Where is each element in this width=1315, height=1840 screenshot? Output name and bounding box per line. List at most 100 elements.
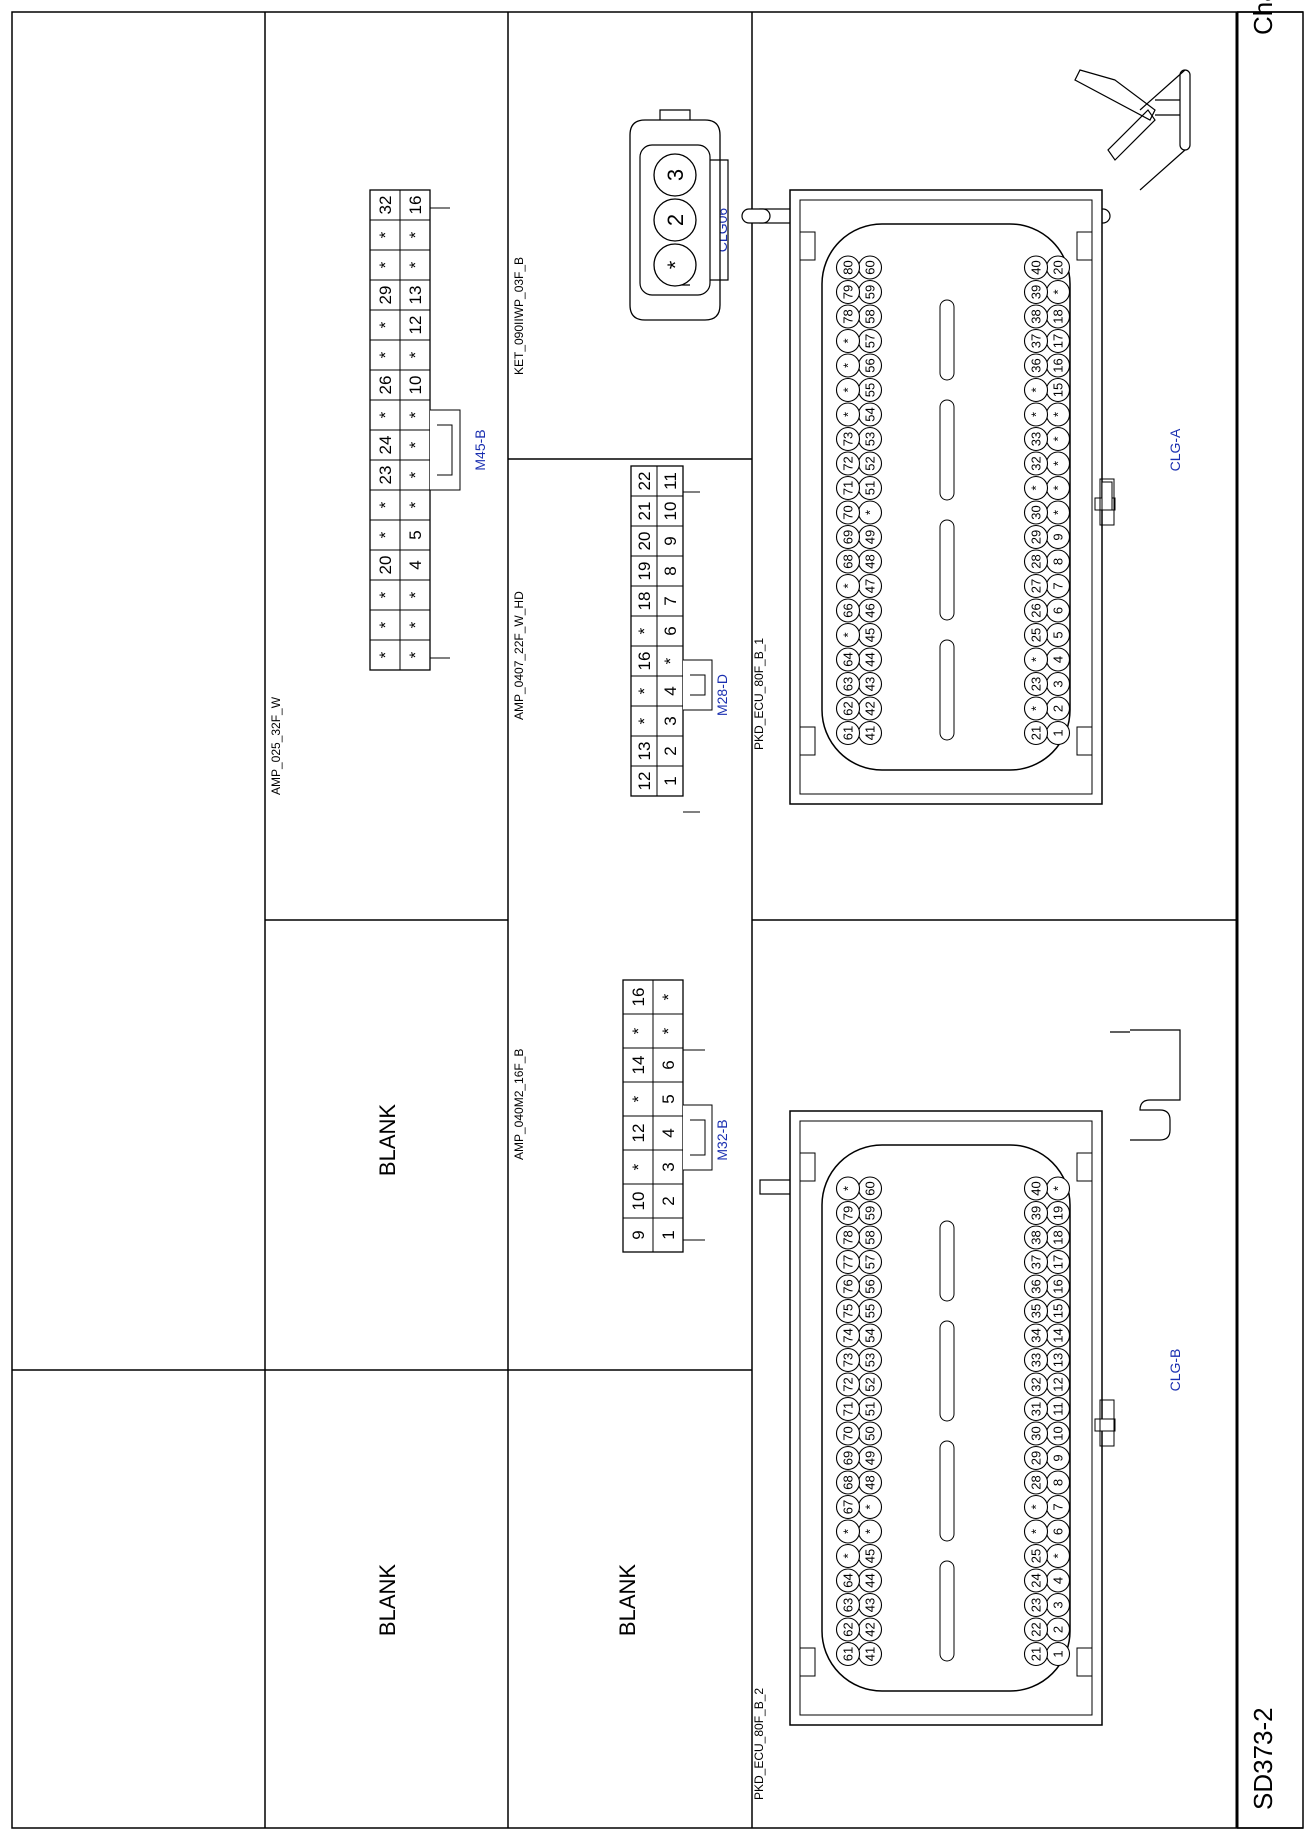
pin-label: 28 (1029, 554, 1044, 568)
pin-label: 26 (1029, 603, 1044, 617)
pin-label: 11 (1051, 1402, 1066, 1416)
pin-circle (835, 1592, 861, 1618)
pin-label: 72 (841, 1377, 856, 1391)
pin-label: 5 (406, 530, 425, 539)
pin-label: * (1029, 412, 1044, 417)
pin-circle (835, 1176, 861, 1201)
pin-label: 38 (1029, 309, 1044, 323)
sheet-border (11, 11, 1304, 1829)
connector-name: M32-B (714, 1119, 730, 1160)
pin-label: 12 (635, 772, 654, 791)
pin-circle (1023, 1543, 1049, 1569)
pin-label: 36 (1029, 358, 1044, 372)
pin-circle (653, 198, 697, 242)
pin-label: 57 (863, 334, 878, 348)
pin-label: 54 (863, 1328, 878, 1342)
pin-label: * (661, 657, 680, 664)
pin-label: 62 (841, 701, 856, 715)
pin-label: 1 (1051, 1650, 1066, 1657)
pin-circle (835, 279, 861, 305)
pin-label: 64 (841, 652, 856, 666)
pin-label: 20 (635, 532, 654, 551)
part-number: AMP_025_32F_W (269, 696, 283, 795)
pin-circle (1023, 1470, 1049, 1495)
pin-label: 61 (841, 726, 856, 740)
pin-label: 6 (1051, 1528, 1066, 1535)
pin-circle (1023, 255, 1049, 280)
pin-row: 32* (653, 153, 697, 287)
pin-label: * (841, 387, 856, 392)
part-number: PKD_ECU_80F_B_2 (752, 1688, 766, 1800)
pin-label: 18 (1051, 1230, 1066, 1244)
pin-label: 61 (841, 1647, 856, 1661)
pin-label: * (1029, 485, 1044, 490)
pin-circle (1023, 647, 1049, 672)
pin-label: 73 (841, 1353, 856, 1367)
pin-circle (835, 1421, 861, 1446)
pin-label: 23 (1029, 677, 1044, 691)
pin-label: 13 (406, 286, 425, 305)
pin-label: 19 (1051, 1206, 1066, 1220)
pin-label: 73 (841, 432, 856, 446)
blank-cell: BLANK (615, 1564, 640, 1636)
part-number: PKD_ECU_80F_B_1 (752, 638, 766, 750)
pin-label: 52 (863, 1377, 878, 1391)
connector-name: CLG-B (1167, 1349, 1183, 1392)
pin-label: 45 (863, 1549, 878, 1563)
pin-circle (835, 1225, 861, 1250)
pin-label: * (841, 1553, 856, 1558)
blank-cell: BLANK (375, 1104, 400, 1176)
pin-label: * (406, 591, 425, 598)
pin-label: 57 (863, 1255, 878, 1269)
pin-label: 41 (863, 726, 878, 740)
pin-label: 63 (841, 1598, 856, 1612)
sheet-id: SD373-2 (1248, 1707, 1278, 1810)
pin-label: * (841, 1529, 856, 1534)
pin-circle (1023, 598, 1049, 623)
pin-circle (835, 1519, 861, 1544)
pin-label: 55 (863, 1304, 878, 1318)
pin-label: 29 (376, 286, 395, 305)
pin-grid: *191817161514131211109876*43214039383736… (835, 1176, 1071, 1667)
pin-label: 72 (841, 456, 856, 470)
pin-label: 10 (629, 1192, 648, 1211)
pin-label: 15 (1051, 1304, 1066, 1318)
pin-label: 16 (1051, 1279, 1066, 1293)
pin-circle (835, 1543, 861, 1569)
pin-label: 4 (661, 686, 680, 695)
pin-circle (835, 500, 861, 525)
pin-label: * (1051, 289, 1066, 294)
pin-circle (1023, 1494, 1049, 1520)
pin-label: 51 (863, 481, 878, 495)
pin-label: * (1051, 510, 1066, 515)
pin-label: * (406, 471, 425, 478)
pin-label: 80 (841, 260, 856, 274)
blank-cell: BLANK (375, 1564, 400, 1636)
pin-circle (1023, 622, 1049, 648)
pin-label: * (841, 412, 856, 417)
pin-circle (835, 1641, 861, 1667)
pin-label: 71 (841, 1402, 856, 1416)
sheet-title: Charging System (2) (1248, 0, 1278, 35)
pin-label: 3 (663, 169, 688, 181)
pin-label: 10 (661, 502, 680, 521)
pin-label: 7 (661, 596, 680, 605)
pin-label: 33 (1029, 1353, 1044, 1367)
pin-label: 59 (863, 285, 878, 299)
pin-circle (835, 1347, 861, 1373)
pin-label: 27 (1029, 579, 1044, 593)
pin-label: 16 (629, 988, 648, 1007)
pin-label: * (376, 231, 395, 238)
pin-circle (1023, 426, 1049, 452)
pin-label: * (1029, 1504, 1044, 1509)
pin-label: 8 (1051, 558, 1066, 565)
pin-label: * (406, 621, 425, 628)
pin-circle (1023, 451, 1049, 476)
pin-label: * (663, 260, 688, 269)
pin-label: * (629, 1163, 648, 1170)
pin-circle (835, 1617, 861, 1642)
pin-label: 9 (629, 1230, 648, 1239)
pin-label: 22 (1029, 1622, 1044, 1636)
pin-label: 77 (841, 1255, 856, 1269)
